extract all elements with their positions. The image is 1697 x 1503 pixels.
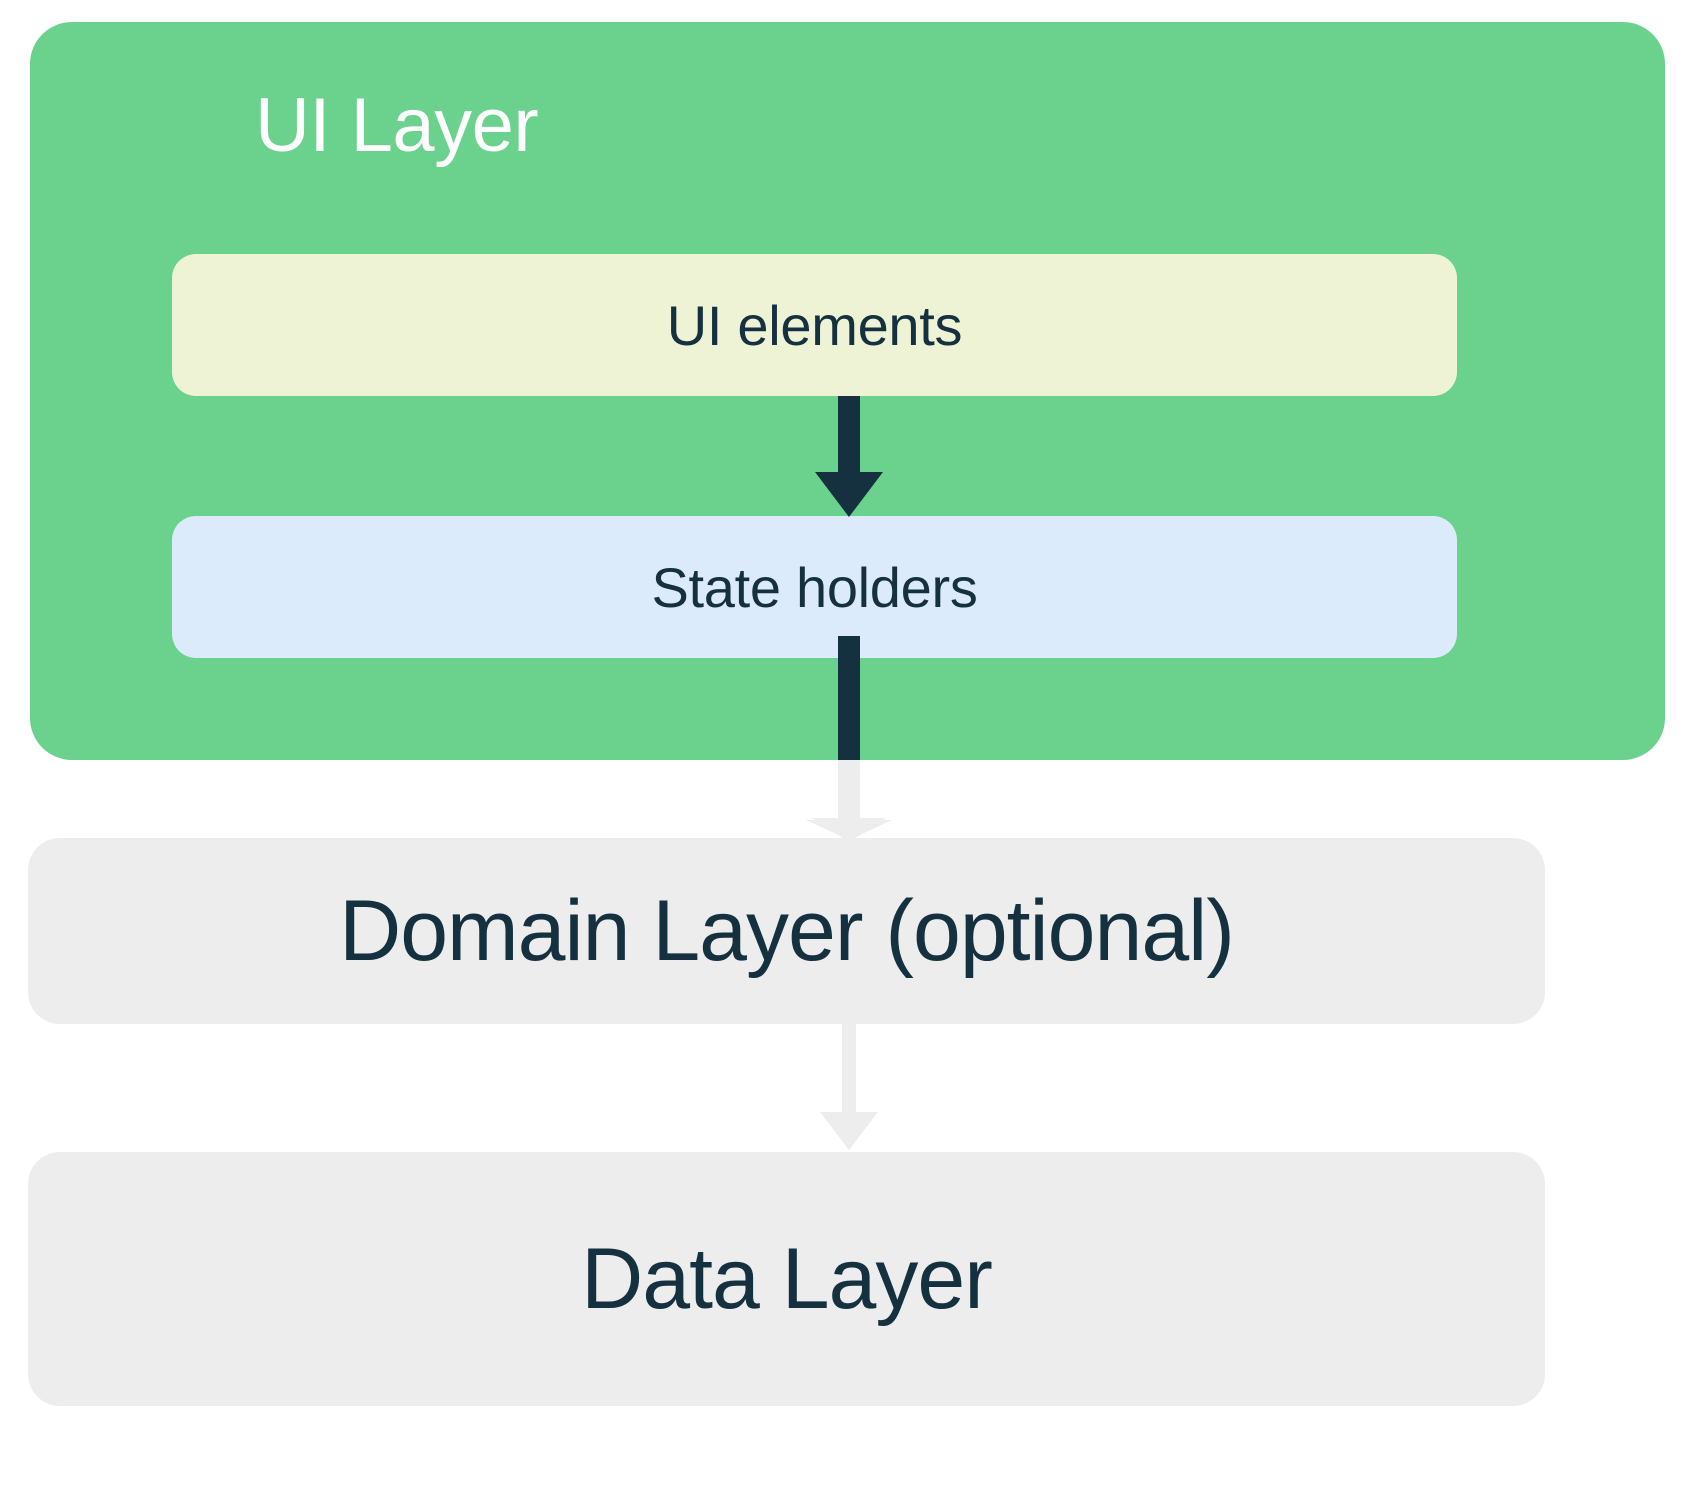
ui-elements-label: UI elements	[666, 293, 963, 357]
ui-layer-card: UI Layer UI elements State holders	[30, 22, 1665, 760]
ui-elements-box: UI elements	[172, 254, 1457, 396]
domain-layer-card: Domain Layer (optional)	[28, 838, 1545, 1024]
state-holders-box: State holders	[172, 516, 1457, 658]
ui-layer-title: UI Layer	[255, 83, 539, 168]
domain-layer-label: Domain Layer (optional)	[339, 882, 1235, 979]
data-layer-card: Data Layer	[28, 1152, 1545, 1406]
data-layer-label: Data Layer	[581, 1230, 993, 1327]
state-holders-label: State holders	[651, 555, 978, 619]
